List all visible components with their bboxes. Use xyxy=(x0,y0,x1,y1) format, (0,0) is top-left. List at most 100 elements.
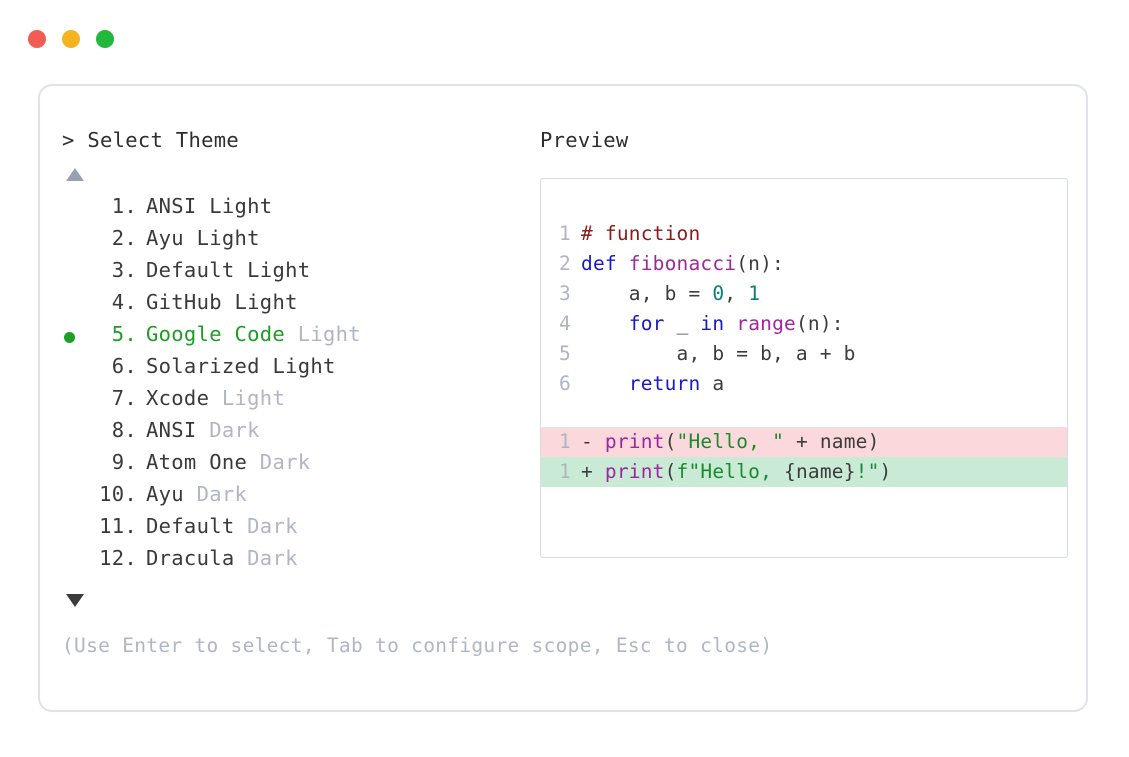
code-token: ( xyxy=(664,430,677,453)
code-token: (n): xyxy=(736,252,784,275)
spacer xyxy=(184,226,197,250)
theme-item-number: 1. xyxy=(111,193,137,218)
theme-list-item[interactable]: 11. Default Dark xyxy=(62,514,532,546)
code-line-text: + print(f"Hello, {name}!") xyxy=(579,460,892,483)
selected-bullet-icon xyxy=(64,332,75,343)
code-line xyxy=(541,399,1067,427)
page-title: Select Theme xyxy=(87,128,240,152)
prompt-row: > Select Theme xyxy=(62,130,532,151)
code-token: a, b = b, a + b xyxy=(581,342,856,365)
theme-item-name: Xcode xyxy=(146,385,210,410)
code-token xyxy=(581,312,629,335)
spacer xyxy=(197,194,210,218)
theme-item-number: 5. xyxy=(111,321,137,346)
theme-item-number: 9. xyxy=(111,449,137,474)
theme-item-number: 7. xyxy=(111,385,137,410)
theme-item-name: Google Code xyxy=(146,321,286,346)
code-token: print xyxy=(604,460,665,483)
code-token: + xyxy=(581,460,605,483)
theme-item-number: 3. xyxy=(111,257,137,282)
spacer xyxy=(235,514,248,538)
code-token: !" xyxy=(855,460,880,483)
code-line: 3 a, b = 0, 1 xyxy=(541,279,1067,309)
theme-item-variant: Dark xyxy=(196,481,248,506)
theme-item-name: GitHub xyxy=(146,289,222,314)
theme-list-item[interactable]: 8.ANSI Dark xyxy=(62,418,532,450)
spacer xyxy=(184,482,197,506)
theme-list-item[interactable]: 1.ANSI Light xyxy=(62,194,532,226)
code-line-number: 6 xyxy=(559,372,571,395)
theme-item-variant: Light xyxy=(297,321,361,346)
theme-list-item[interactable]: 2. Ayu Light xyxy=(62,226,532,258)
code-token: def xyxy=(581,252,629,275)
code-line: 6 return a xyxy=(541,369,1067,399)
code-line-added: 1+ print(f"Hello, {name}!") xyxy=(541,456,1067,487)
keyboard-hint: (Use Enter to select, Tab to configure s… xyxy=(62,634,773,657)
theme-list-item[interactable]: 10.Ayu Dark xyxy=(62,482,532,514)
code-line-number: 2 xyxy=(559,252,571,275)
code-line-text: - print("Hello, " + name) xyxy=(579,430,880,453)
code-line-removed: 1 - print("Hello, " + name) xyxy=(541,426,1067,457)
theme-item-variant: Dark xyxy=(247,545,298,570)
close-button[interactable] xyxy=(28,30,46,48)
code-line: 1 # function xyxy=(541,219,1067,249)
theme-item-variant: Dark xyxy=(209,417,260,442)
code-token: , xyxy=(724,282,749,305)
theme-list-item[interactable]: 9. Atom One Dark xyxy=(62,450,532,482)
window-titlebar xyxy=(28,30,114,48)
preview-label: Preview xyxy=(540,128,629,152)
code-token xyxy=(724,312,736,335)
theme-item-variant: Light xyxy=(272,353,336,378)
minimize-button[interactable] xyxy=(62,30,80,48)
theme-list-item[interactable]: 4.GitHub Light xyxy=(62,290,532,322)
code-line-number: 5 xyxy=(559,342,571,365)
code-line-text: return a xyxy=(579,372,724,395)
theme-list-item[interactable]: 12.Dracula Dark xyxy=(62,546,532,578)
theme-item-name: Ayu xyxy=(146,481,184,506)
code-token: a xyxy=(700,372,725,395)
spacer xyxy=(247,450,260,474)
theme-item-number: 2. xyxy=(111,225,137,250)
code-line-number: 1 xyxy=(559,430,571,453)
theme-item-variant: Light xyxy=(196,225,260,250)
theme-list-item[interactable]: 3.Default Light xyxy=(62,258,532,290)
theme-item-variant: Light xyxy=(247,257,311,282)
theme-item-name: Ayu xyxy=(146,225,184,250)
code-line-number: 3 xyxy=(559,282,571,305)
code-token: ) xyxy=(879,460,892,483)
theme-item-name: Default xyxy=(146,513,235,538)
theme-item-number: 11. xyxy=(99,513,137,538)
code-token: return xyxy=(628,372,701,395)
theme-item-variant: Dark xyxy=(247,513,298,538)
spacer xyxy=(285,322,298,346)
code-token: f"Hello, xyxy=(676,460,785,483)
code-token: print xyxy=(604,430,665,453)
theme-item-variant: Light xyxy=(209,193,273,218)
theme-item-variant: Dark xyxy=(259,449,311,474)
theme-item-name: Solarized xyxy=(146,353,260,378)
theme-item-number: 8. xyxy=(111,417,137,442)
code-token: 1 xyxy=(748,282,761,305)
theme-item-name: Atom One xyxy=(146,449,248,474)
maximize-button[interactable] xyxy=(96,30,114,48)
theme-list-item[interactable]: 7.Xcode Light xyxy=(62,386,532,418)
theme-item-number: 6. xyxy=(111,353,137,378)
code-line: 5 a, b = b, a + b xyxy=(541,339,1067,369)
code-token: ( xyxy=(664,460,677,483)
code-line-number: 1 xyxy=(559,222,571,245)
spacer xyxy=(222,290,235,314)
spacer xyxy=(235,258,248,282)
theme-list-item[interactable]: 5. Google Code Light xyxy=(62,322,532,354)
triangle-up-icon[interactable] xyxy=(66,167,84,181)
triangle-down-icon[interactable] xyxy=(66,593,84,607)
theme-item-number: 4. xyxy=(111,289,137,314)
code-token: # function xyxy=(581,222,701,245)
selection-bullet-cell xyxy=(62,332,94,343)
theme-list-item[interactable]: 6. Solarized Light xyxy=(62,354,532,386)
code-line-text: a, b = 0, 1 xyxy=(579,282,760,305)
code-token: + name) xyxy=(784,430,880,453)
